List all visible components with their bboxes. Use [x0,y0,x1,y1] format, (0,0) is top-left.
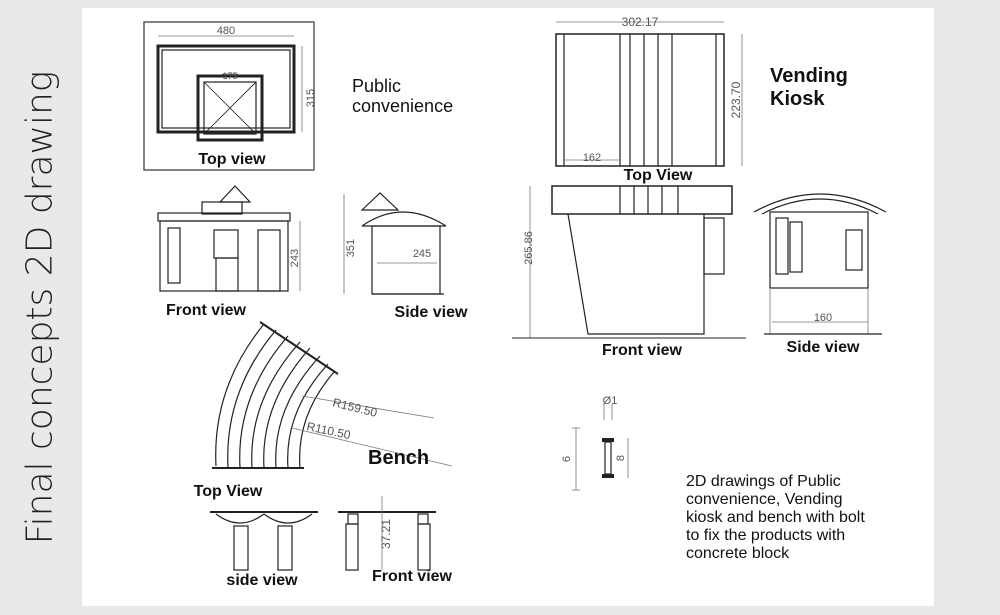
dim-kiosk-top-width: 302.17 [622,15,659,29]
sidebar-title: Final concepts 2D drawing [5,0,75,615]
public-convenience-top-view [143,21,315,171]
caption-line1: 2D drawings of Public [686,473,841,490]
dim-bolt-diameter: Ø1 [603,395,618,407]
kiosk-top-view-label: Top View [624,167,693,184]
dim-kiosk-top-height: 223.70 [729,81,743,118]
bench-side-view [210,511,318,571]
drawing-sheet: 480 315 175 Top view Public convenience … [82,8,934,606]
dim-top-height: 315 [305,89,317,107]
roof-inner [161,49,291,129]
kiosk-title-line1: Vending [770,65,848,87]
cabin-inner [203,81,257,135]
roof-peak [218,185,252,203]
pc-title-line2: convenience [352,96,453,116]
caption-line5: concrete block [686,545,790,562]
sidebar-title-text: Final concepts 2D drawing [19,70,61,545]
dim-side-height: 351 [345,239,357,257]
dim-bench-outer-radius: R159.50 [331,395,379,420]
public-convenience-front-view [157,185,301,292]
dim-bench-front-height: 37.21 [379,519,393,549]
dim-top-width: 480 [217,25,235,37]
bench-front-view-label: Front view [372,568,453,585]
bench-front-view [338,496,436,571]
cabin-outline [196,74,264,142]
drawing-canvas: 480 315 175 Top view Public convenience … [143,15,887,589]
bench-title: Bench [368,447,429,469]
door-left [167,227,181,284]
kiosk-side-view-label: Side view [787,339,860,356]
door-right [257,229,281,292]
dim-front-height: 243 [289,249,301,267]
caption: 2D drawings of Public convenience, Vendi… [686,473,865,562]
pc-title-line1: Public [352,76,401,96]
kiosk-front-view-label: Front view [602,342,683,359]
dim-bench-inner-radius: R110.50 [305,419,352,442]
bolt-drawing [572,404,629,491]
bench-top-view-label: Top View [194,483,263,500]
dim-kiosk-side-width: 160 [814,312,832,324]
pc-side-view-label: Side view [395,304,468,321]
caption-line3: kiosk and bench with bolt [686,509,865,526]
kiosk-title-line2: Kiosk [770,88,825,110]
kiosk-front-view [512,185,746,339]
dim-bolt-left: 6 [561,456,573,462]
dim-bolt-right: 8 [615,455,627,461]
dim-top-inner: 175 [222,71,237,81]
dim-kiosk-front-height: 265.86 [523,231,535,265]
roof-outline [156,44,296,134]
caption-line4: to fix the products with [686,527,845,544]
bench-side-view-label: side view [226,572,298,589]
dim-kiosk-top-inner: 162 [583,152,601,164]
public-convenience-side-view [343,192,447,295]
kiosk-side-view [753,193,887,335]
pc-front-view-label: Front view [166,302,247,319]
pc-top-view-label: Top view [198,151,266,168]
bench-top-view [212,321,453,469]
kiosk-top-view [555,21,743,167]
door-center [215,257,239,292]
top-view-frame [143,21,315,171]
dim-side-width: 245 [413,248,431,260]
caption-line2: convenience, Vending [686,491,843,508]
